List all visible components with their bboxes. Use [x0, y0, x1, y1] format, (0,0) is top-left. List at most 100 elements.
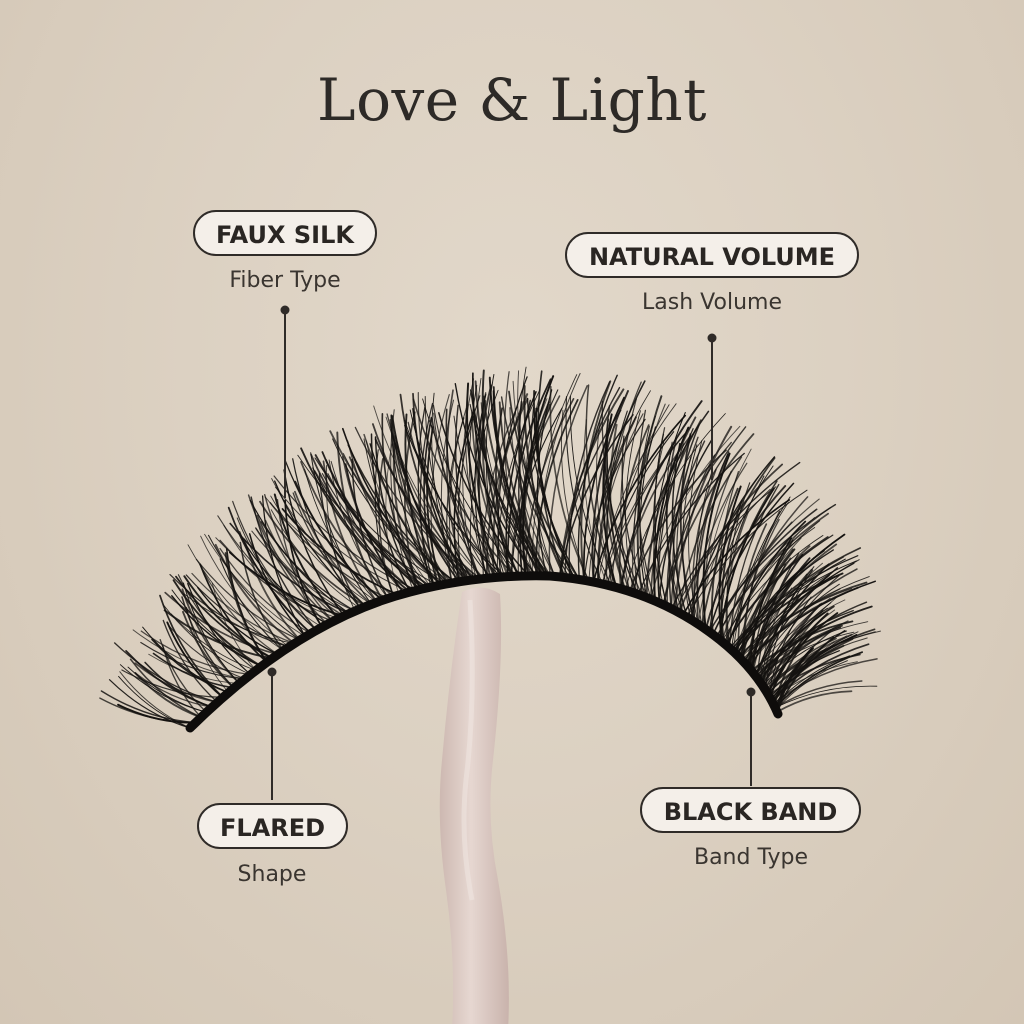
lash-fiber — [523, 385, 566, 579]
lash-fiber — [605, 405, 631, 593]
lash-fiber — [470, 389, 544, 577]
lash-fiber — [142, 626, 229, 694]
lash-fiber — [771, 643, 870, 703]
lash-fiber — [259, 500, 367, 608]
lash-fiber — [159, 639, 208, 713]
lash-fiber — [768, 596, 812, 697]
lash-fiber — [549, 385, 590, 582]
lash-fiber — [621, 435, 648, 599]
lash-fiber — [117, 703, 197, 724]
lash-fiber — [168, 625, 246, 680]
lash-fiber — [251, 530, 356, 612]
shape-caption: Shape — [237, 862, 307, 887]
lash-fiber — [99, 697, 197, 724]
band-type-caption: Band Type — [693, 845, 808, 870]
lash-fiber — [203, 571, 279, 655]
lash-fiber — [438, 412, 530, 577]
lash-fiber — [170, 613, 257, 671]
lash-fiber — [560, 409, 590, 582]
lash-fiber — [347, 444, 457, 584]
lash-fiber — [688, 440, 703, 625]
lash-fiber — [536, 389, 553, 577]
lash-fiber — [653, 426, 690, 602]
lash-fiber — [182, 610, 235, 689]
lash-fiber — [454, 383, 537, 577]
lash-fiber — [498, 401, 551, 577]
lash-fiber — [132, 629, 246, 680]
lash-fiber — [746, 562, 823, 666]
lash-fiber — [764, 569, 814, 691]
lash-fiber — [682, 444, 698, 620]
lash-fiber — [219, 547, 312, 634]
lash-fiber — [260, 521, 356, 612]
lash-fiber — [304, 468, 378, 603]
lash-fiber — [708, 482, 795, 633]
lash-fiber — [591, 390, 629, 583]
lash-fiber — [517, 370, 556, 577]
lash-fiber — [314, 457, 446, 585]
lash-fiber — [676, 456, 692, 616]
lash-fiber — [726, 482, 751, 649]
lash-fiber — [768, 612, 829, 699]
lash-fiber — [639, 426, 657, 599]
lash-fiber — [773, 627, 816, 707]
lash-fiber — [386, 413, 474, 581]
lash-fiber — [312, 467, 415, 592]
lash-fiber — [620, 398, 638, 593]
lash-fiber — [776, 690, 853, 713]
lash-fiber — [509, 407, 556, 577]
lash-fiber — [228, 551, 345, 617]
lash-fiber — [465, 396, 495, 579]
product-title: Love & Light — [317, 66, 707, 134]
lash-fiber — [365, 440, 432, 588]
lash-fiber — [488, 376, 548, 577]
lash-fiber — [565, 396, 604, 585]
lash-fiber — [300, 460, 395, 598]
lash-fiber — [118, 675, 191, 729]
lash-fiber — [422, 398, 523, 577]
lash-fiber — [332, 438, 446, 585]
lash-fiber — [134, 662, 219, 704]
lash-fiber — [583, 419, 608, 586]
lash-fiber — [433, 412, 492, 579]
lash-fiber — [653, 412, 686, 602]
lash-fiber — [256, 514, 334, 623]
lash-fiber — [100, 690, 197, 724]
lash-fiber — [181, 588, 241, 685]
lash-fiber — [466, 382, 502, 578]
lash-fiber — [313, 470, 429, 589]
lash-fiber — [671, 442, 688, 618]
lash-fiber — [164, 591, 279, 656]
lash-fiber — [462, 378, 477, 580]
lash-fiber — [585, 384, 618, 589]
lash-fiber — [134, 672, 213, 708]
lash-fiber — [755, 563, 830, 678]
lash-fiber — [756, 552, 800, 679]
lash-fiber — [637, 409, 656, 602]
lash-fiber — [512, 380, 571, 579]
lash-fiber — [204, 533, 306, 638]
lash-fiber — [185, 574, 290, 648]
lash-fiber — [183, 593, 295, 644]
lash-fiber — [232, 500, 318, 631]
lash-fiber — [199, 563, 268, 664]
lash-fiber — [432, 404, 506, 578]
lash-fiber — [508, 390, 581, 581]
lash-fiber — [472, 372, 520, 577]
lash-fiber — [742, 510, 781, 663]
shape-badge: FLARED — [197, 803, 348, 849]
lash-fiber — [732, 502, 789, 652]
lash-fiber — [668, 424, 700, 610]
lash-fiber — [404, 424, 506, 578]
lash-band — [185, 571, 783, 733]
lash-fiber — [127, 666, 207, 713]
lash-fiber — [654, 427, 668, 608]
lash-fiber — [665, 441, 684, 616]
lash-fiber — [152, 652, 235, 689]
lash-fiber — [752, 564, 787, 674]
lash-fiber — [500, 396, 576, 580]
lash-fiber — [121, 669, 224, 698]
lash-fiber — [292, 492, 367, 608]
lash-fiber — [701, 457, 776, 628]
